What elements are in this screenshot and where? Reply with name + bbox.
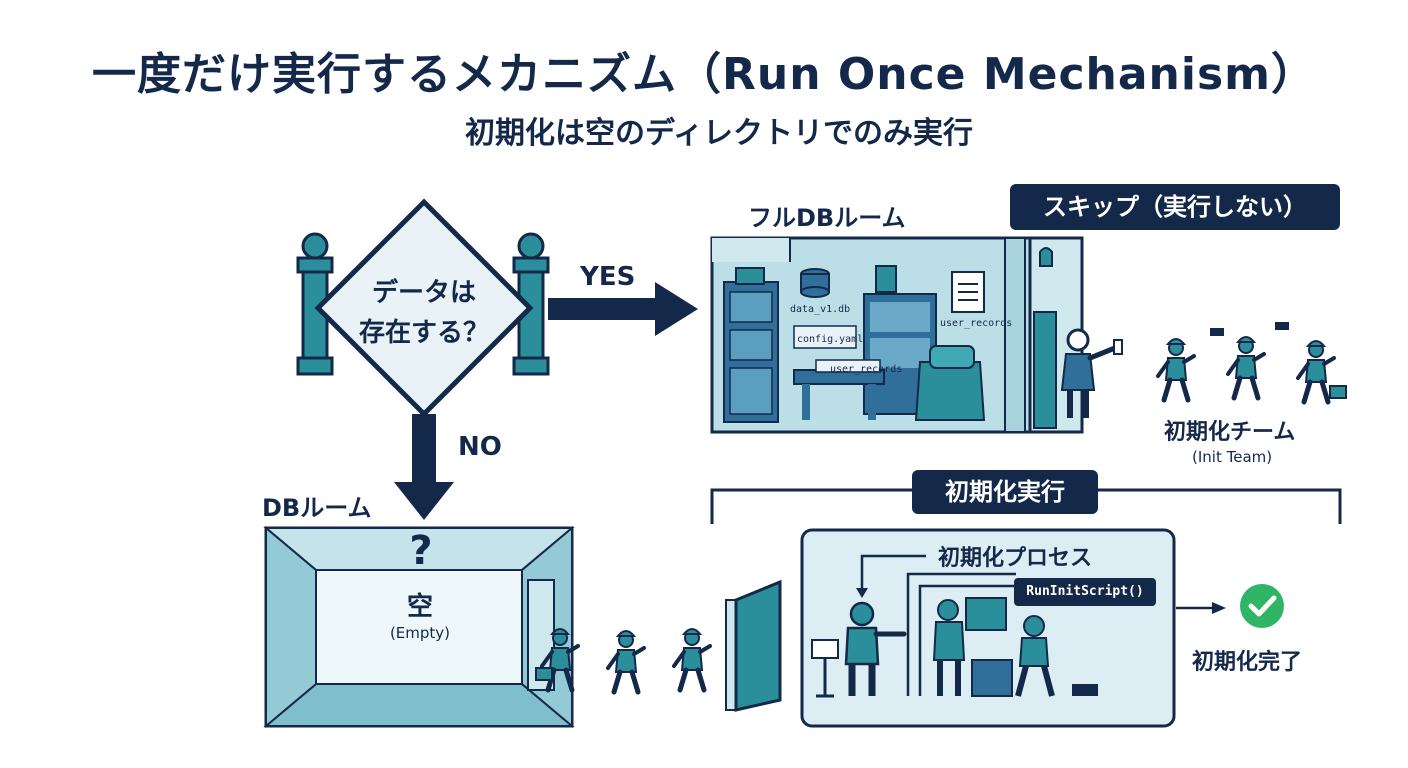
yes-arrow xyxy=(548,282,698,336)
page-subtitle: 初期化は空のディレクトリでのみ実行 xyxy=(465,116,973,151)
done-arrow xyxy=(1176,602,1226,614)
init-team-label: 初期化チーム xyxy=(1164,420,1296,445)
full-db-room: data_v1.db config.yaml user_records user… xyxy=(710,236,1032,434)
guard-door xyxy=(1028,236,1123,434)
init-team-workers xyxy=(1158,322,1347,402)
empty-db-room xyxy=(263,525,575,729)
full-room-label: フルDBルーム xyxy=(748,204,906,232)
file-label-records-2: user_records xyxy=(830,364,902,375)
empty-room-jp: 空 xyxy=(406,592,433,622)
init-done-label: 初期化完了 xyxy=(1192,650,1303,675)
skip-badge: スキップ（実行しない） xyxy=(1010,184,1340,230)
file-label-records-1: user_records xyxy=(940,318,1012,329)
decision-line2: 存在する？ xyxy=(358,318,489,348)
init-team-sublabel: (Init Team) xyxy=(1192,448,1273,466)
script-badge: RunInitScript() xyxy=(1014,578,1156,606)
empty-room-en: (Empty) xyxy=(389,624,451,642)
empty-room-question: ? xyxy=(409,528,433,574)
init-run-badge: 初期化実行 xyxy=(912,470,1098,514)
page-title: 一度だけ実行するメカニズム（Run Once Mechanism） xyxy=(92,49,1316,100)
right-pillar xyxy=(512,232,550,376)
empty-room-label: DBルーム xyxy=(262,494,372,522)
init-process-label: 初期化プロセス xyxy=(938,546,1093,571)
walking-workers xyxy=(535,629,710,692)
no-label: NO xyxy=(458,432,502,462)
left-pillar xyxy=(296,232,334,376)
file-label-data: data_v1.db xyxy=(790,304,850,315)
check-icon xyxy=(1240,584,1284,628)
yes-label: YES xyxy=(580,262,636,292)
file-label-config: config.yaml xyxy=(797,334,863,345)
no-arrow xyxy=(394,414,454,520)
decision-line1: データは xyxy=(371,278,476,308)
open-door xyxy=(725,579,782,712)
